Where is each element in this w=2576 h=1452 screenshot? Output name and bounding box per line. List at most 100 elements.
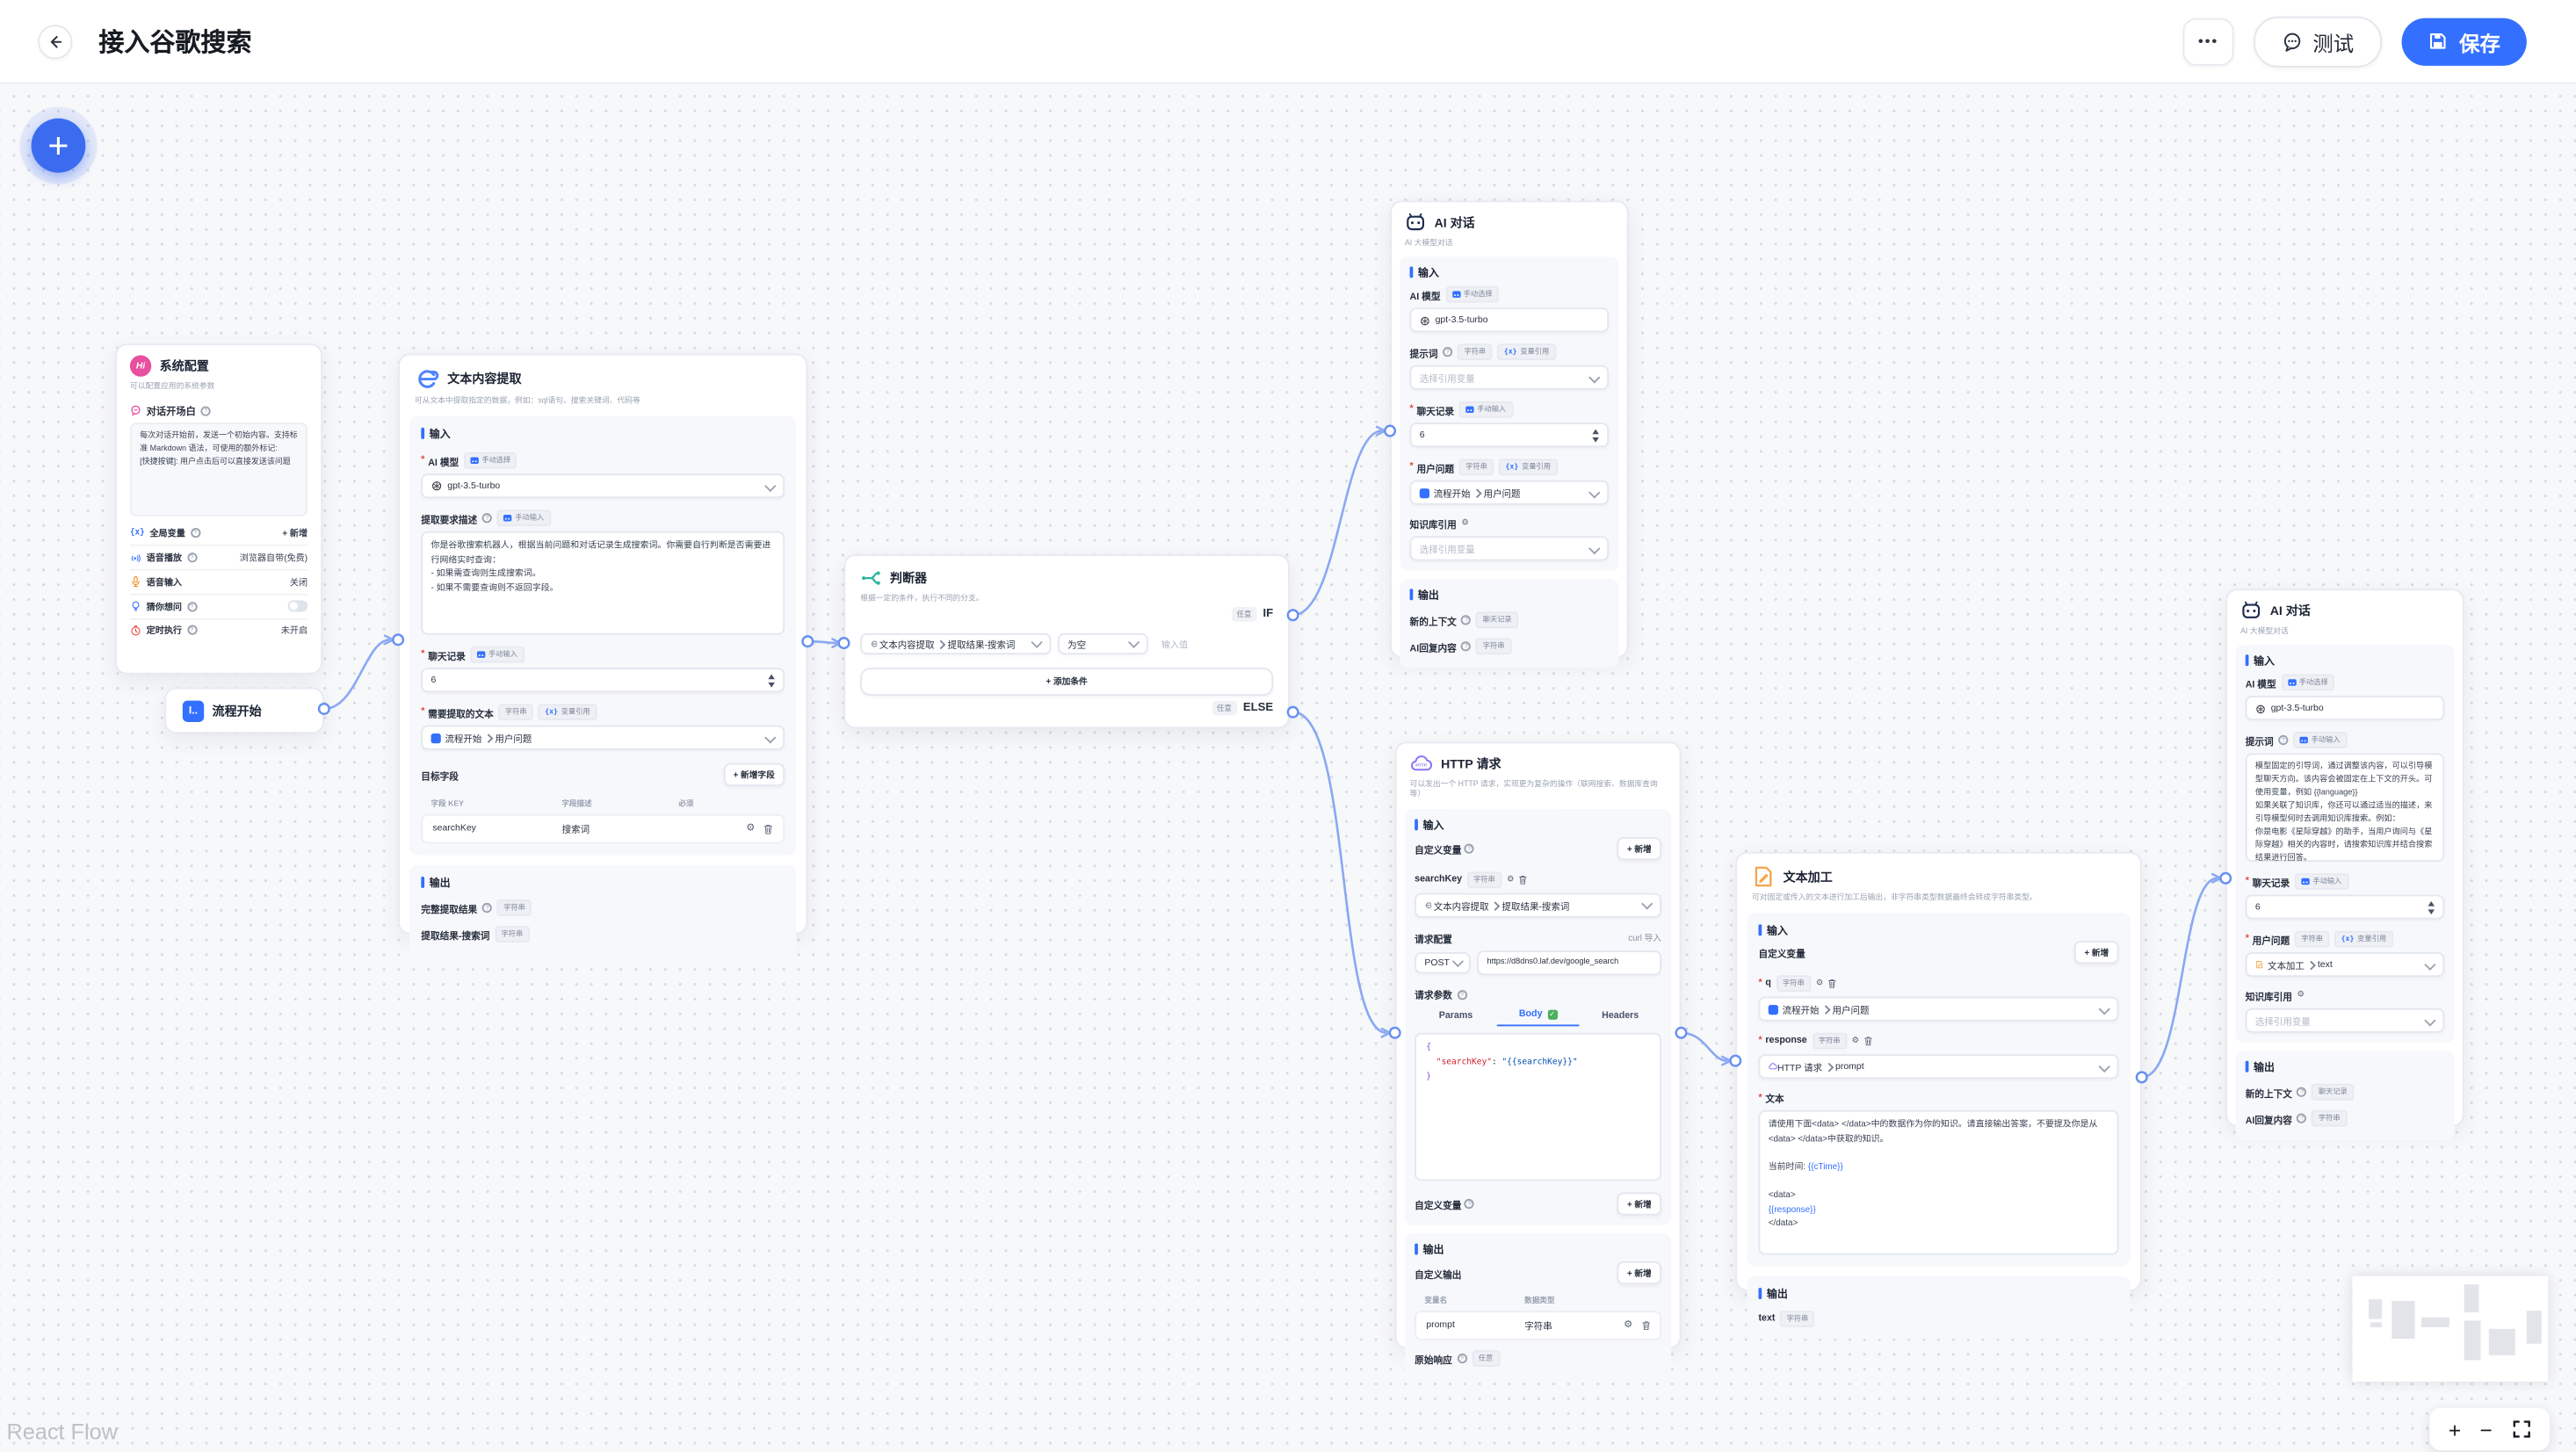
add-node-button[interactable]: + bbox=[31, 118, 86, 173]
gear-icon[interactable]: ⚙ bbox=[2297, 990, 2305, 1001]
url-input[interactable]: https://d8dns0.laf.dev/google_search bbox=[1477, 950, 1662, 976]
trash-icon[interactable] bbox=[1519, 875, 1528, 885]
tts-value[interactable]: 浏览器自带(免费) bbox=[239, 553, 308, 565]
step-up-icon[interactable] bbox=[768, 674, 775, 680]
minimap[interactable] bbox=[2352, 1275, 2549, 1382]
voice-input-value[interactable]: 关闭 bbox=[289, 578, 308, 589]
gear-icon[interactable]: ⚙ bbox=[1506, 874, 1515, 885]
gear-icon[interactable]: ⚙ bbox=[1624, 1320, 1633, 1331]
gear-icon[interactable]: ⚙ bbox=[746, 824, 756, 834]
step-down-icon[interactable] bbox=[768, 682, 775, 687]
help-icon[interactable]: ? bbox=[2297, 1087, 2307, 1098]
zoom-out-button[interactable]: − bbox=[2479, 1416, 2493, 1442]
help-icon[interactable]: ? bbox=[200, 406, 211, 416]
help-icon[interactable]: ? bbox=[186, 601, 197, 611]
kb-select[interactable]: 选择引用变量 bbox=[1409, 536, 1610, 562]
question-ref-select[interactable]: 文本加工 text bbox=[2245, 952, 2445, 978]
text-ref-select[interactable]: 流程开始 用户问题 bbox=[421, 726, 785, 751]
var-ref-select[interactable]: 文本内容提取 提取结果-搜索词 bbox=[1415, 892, 1662, 918]
kb-select[interactable]: 选择引用变量 bbox=[2245, 1008, 2445, 1034]
test-button[interactable]: 测试 bbox=[2253, 15, 2383, 67]
model-select[interactable]: gpt-3.5-turbo bbox=[2245, 696, 2445, 721]
help-icon[interactable]: ? bbox=[2278, 735, 2289, 746]
gear-icon[interactable]: ⚙ bbox=[1851, 1036, 1860, 1046]
zoom-in-button[interactable]: + bbox=[2448, 1416, 2462, 1442]
help-icon[interactable]: ? bbox=[2297, 1114, 2307, 1124]
welcome-textarea[interactable]: 每次对话开始前，发送一个初始内容。支持标准 Markdown 语法，可使用的额外… bbox=[129, 423, 308, 517]
question-ref-select[interactable]: 流程开始 用户问题 bbox=[1409, 480, 1610, 506]
tab-headers[interactable]: Headers bbox=[1602, 1010, 1639, 1021]
prompt-select[interactable]: 选择引用变量 bbox=[1409, 365, 1610, 391]
node-flow-start[interactable]: I.. 流程开始 bbox=[164, 687, 324, 734]
response-ref-select[interactable]: HTTP 请求 prompt bbox=[1758, 1054, 2119, 1080]
add-condition-button[interactable]: + 添加条件 bbox=[860, 668, 1274, 696]
trash-icon[interactable] bbox=[763, 824, 773, 834]
help-icon[interactable]: ? bbox=[1465, 1199, 1475, 1210]
back-button[interactable] bbox=[38, 24, 73, 59]
edge-else-to-http[interactable] bbox=[1292, 711, 1387, 1035]
help-icon[interactable]: ? bbox=[1461, 641, 1472, 653]
text-template-textarea[interactable]: 请使用下面<data> </data>中的数据作为你的知识。请直接输出答案，不要… bbox=[1758, 1110, 2119, 1256]
trash-icon[interactable] bbox=[1828, 979, 1837, 989]
node-text-process[interactable]: 文本加工 可对固定或传入的文本进行加工后输出，非字符串类型数据最终会转成字符串类… bbox=[1735, 851, 2142, 1340]
help-icon[interactable]: ? bbox=[481, 513, 493, 524]
save-button[interactable]: 保存 bbox=[2401, 17, 2527, 65]
help-icon[interactable]: ? bbox=[1461, 615, 1472, 626]
guess-question-toggle[interactable] bbox=[287, 601, 308, 612]
help-icon[interactable]: ? bbox=[1457, 1354, 1467, 1364]
edge-start-to-extract[interactable] bbox=[323, 639, 390, 711]
condition-value-input[interactable]: 输入值 bbox=[1161, 640, 1189, 651]
curl-import-link[interactable]: curl 导入 bbox=[1628, 934, 1662, 944]
number-stepper[interactable] bbox=[768, 674, 775, 687]
history-input[interactable]: 6 bbox=[2245, 895, 2445, 921]
node-system-config[interactable]: Hi 系统配置 可以配置应用的系统参数 对话开场白 ? 每次对话开始前，发送一个… bbox=[115, 343, 322, 675]
tab-body[interactable]: Body✓ bbox=[1496, 1009, 1580, 1027]
history-input[interactable]: 6 bbox=[1409, 423, 1610, 448]
trash-icon[interactable] bbox=[1641, 1321, 1650, 1331]
help-icon[interactable]: ? bbox=[186, 625, 197, 636]
edge-extract-to-condition[interactable] bbox=[807, 639, 838, 645]
history-input[interactable]: 6 bbox=[421, 668, 785, 693]
add-variable-button[interactable]: + 新增 bbox=[282, 530, 308, 540]
edge-textprocess-to-aichat2[interactable] bbox=[2141, 877, 2218, 1079]
trash-icon[interactable] bbox=[1864, 1037, 1873, 1046]
q-ref-select[interactable]: 流程开始 用户问题 bbox=[1758, 997, 2119, 1022]
node-content-extract[interactable]: 文本内容提取 可从文本中提取指定的数据，例如：sql语句、搜索关键词、代码等 输… bbox=[398, 353, 808, 958]
model-select[interactable]: gpt-3.5-turbo bbox=[1409, 307, 1610, 333]
number-stepper[interactable] bbox=[1592, 429, 1599, 442]
add-output-button[interactable]: + 新增 bbox=[1617, 1261, 1662, 1285]
node-condition[interactable]: 判断器 根据一定的条件，执行不同的分支。 任意 IF 文本内容提取 提取结果-搜… bbox=[843, 553, 1290, 729]
help-icon[interactable]: ? bbox=[190, 528, 200, 538]
tab-params[interactable]: Params bbox=[1438, 1010, 1473, 1021]
help-icon[interactable]: ? bbox=[481, 903, 493, 914]
edge-if-to-aichat1[interactable] bbox=[1292, 430, 1382, 617]
gear-icon[interactable]: ⚙ bbox=[1815, 978, 1824, 988]
prompt-textarea[interactable]: 模型固定的引导词，通过调整该内容，可以引导模型聊天方向。该内容会被固定在上下文的… bbox=[2245, 754, 2445, 863]
model-select[interactable]: gpt-3.5-turbo bbox=[421, 473, 785, 499]
help-icon[interactable]: ? bbox=[1443, 347, 1453, 358]
scheduled-run-value[interactable]: 未开启 bbox=[280, 627, 308, 638]
condition-op-select[interactable]: 为空 bbox=[1057, 632, 1148, 655]
method-select[interactable]: POST bbox=[1415, 952, 1471, 974]
help-icon[interactable]: ? bbox=[186, 553, 197, 563]
help-icon[interactable]: ? bbox=[1457, 989, 1467, 1000]
help-icon[interactable]: ? bbox=[1465, 843, 1475, 854]
node-ai-chat-1[interactable]: AI 对话 AI 大模型对话 输入 AI 模型 手动选择 gpt-3.5-tur… bbox=[1390, 200, 1629, 668]
add-var-button[interactable]: + 新增 bbox=[2074, 941, 2119, 964]
add-field-button[interactable]: + 新增字段 bbox=[723, 763, 785, 787]
node-ai-chat-2[interactable]: AI 对话 AI 大模型对话 输入 AI 模型 手动选择 gpt-3.5-tur… bbox=[2225, 589, 2464, 1141]
number-stepper[interactable] bbox=[2428, 901, 2435, 914]
add-var2-button[interactable]: + 新增 bbox=[1617, 1192, 1662, 1216]
desc-textarea[interactable]: 你是谷歌搜索机器人，根据当前问题和对话记录生成搜索词。你需要自行判断是否需要进行… bbox=[421, 531, 785, 636]
node-http-request[interactable]: HTTP HTTP 请求 可以发出一个 HTTP 请求，实现更为复杂的操作（联网… bbox=[1394, 741, 1682, 1377]
flow-canvas[interactable]: React Flow + Hi 系统配置 可以配置应用的系统参数 对话开场白 ?… bbox=[0, 82, 2576, 1452]
body-code-editor[interactable]: { "searchKey": "{{searchKey}}" } bbox=[1415, 1033, 1662, 1181]
gear-icon[interactable]: ⚙ bbox=[1461, 518, 1469, 529]
more-button[interactable]: ••• bbox=[2182, 17, 2234, 65]
fit-view-button[interactable] bbox=[2511, 1419, 2530, 1439]
add-var-button[interactable]: + 新增 bbox=[1617, 837, 1662, 861]
any-badge[interactable]: 任意 bbox=[1212, 700, 1237, 716]
any-badge[interactable]: 任意 bbox=[1231, 606, 1256, 622]
edge-http-to-textprocess[interactable] bbox=[1681, 1031, 1728, 1062]
condition-var-select[interactable]: 文本内容提取 提取结果-搜索词 bbox=[860, 632, 1052, 655]
